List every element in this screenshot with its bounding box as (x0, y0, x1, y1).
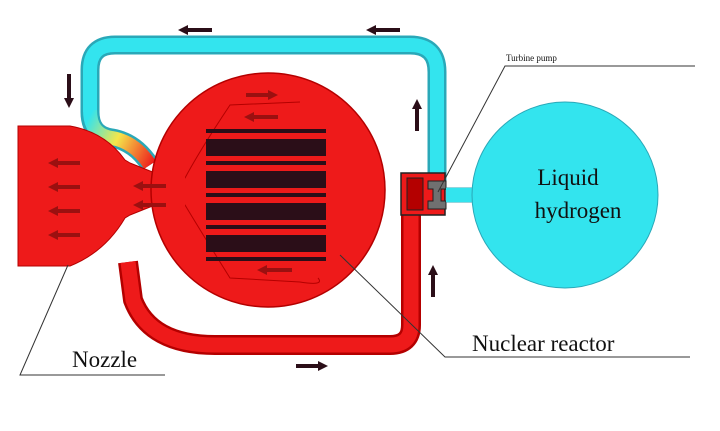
fuel-rod (206, 257, 326, 261)
reactor-flow-arrows (133, 90, 292, 275)
flow-arrow-icon (178, 25, 212, 35)
fuel-rod (206, 171, 326, 188)
fuel-rods (206, 129, 326, 261)
flow-arrows (64, 25, 438, 371)
flow-arrow-icon (64, 74, 74, 108)
turbine-pump-label: Turbine pump (506, 53, 557, 63)
tank-label-line1: Liquid (537, 165, 599, 190)
liquid-hydrogen-tank (471, 101, 659, 289)
fuel-rod (206, 129, 326, 133)
fuel-rod (206, 225, 326, 229)
nozzle-label: Nozzle (72, 347, 137, 372)
fuel-rod (206, 193, 326, 197)
turbine-pump-leader (437, 65, 695, 193)
fuel-rod (206, 235, 326, 252)
tank-label-line2: hydrogen (535, 198, 622, 223)
exhaust-arrows (48, 158, 80, 240)
flow-arrow-icon (428, 265, 438, 297)
flow-arrow-icon (246, 90, 278, 100)
preheated-pipe-segment (83, 109, 156, 170)
fuel-rod (206, 139, 326, 156)
flow-arrow-icon (412, 99, 422, 131)
cold-hydrogen-pipe-fill (83, 38, 444, 190)
reactor-inner-channel (175, 101, 320, 284)
fuel-rod (206, 161, 326, 165)
flow-arrow-icon (296, 361, 328, 371)
reactor-leader (339, 254, 690, 358)
flow-arrow-icon (48, 158, 80, 168)
reactor-label: Nuclear reactor (472, 331, 615, 356)
flow-arrow-icon (48, 230, 80, 240)
flow-arrow-icon (48, 206, 80, 216)
hot-return-pipe-fill (120, 200, 419, 353)
flow-arrow-icon (133, 200, 166, 210)
leader-lines (19, 65, 695, 376)
pump-body (406, 177, 424, 211)
nozzle-leader (19, 264, 165, 376)
flow-arrow-icon (48, 182, 80, 192)
flow-arrow-icon (133, 181, 166, 191)
reactor-neck (155, 170, 185, 210)
fuel-rod (206, 203, 326, 220)
flow-arrow-icon (366, 25, 400, 35)
flow-arrow-icon (257, 265, 292, 275)
flow-arrow-icon (244, 112, 278, 122)
